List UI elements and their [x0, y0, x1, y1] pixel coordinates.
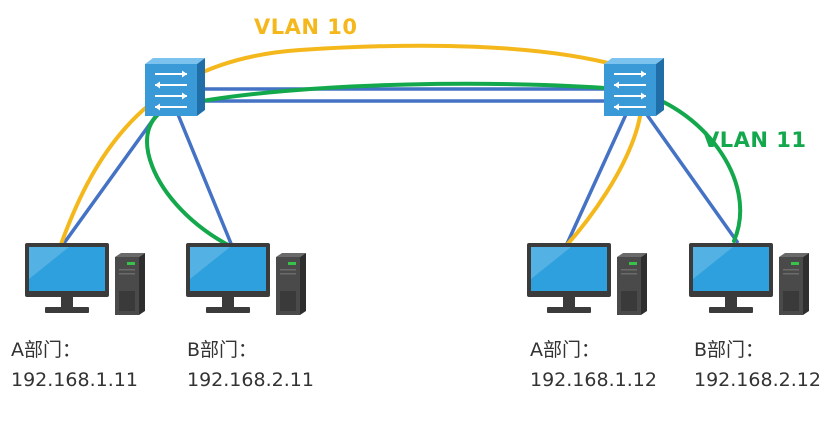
switch-icon: [604, 58, 664, 116]
access-link-host-b1: [175, 111, 234, 247]
access-link-host-a2: [564, 109, 630, 247]
trunk-links: [200, 87, 612, 103]
computer-icon: [186, 243, 306, 315]
vlan10-label: VLAN 10: [254, 15, 358, 39]
host-ip-label: 192.168.2.12: [694, 369, 821, 391]
host-b2: [689, 243, 809, 315]
vlan11-path: [145, 81, 743, 249]
host-ip-label: 192.168.1.11: [11, 369, 138, 391]
host-dept-label: B部门：: [187, 339, 258, 361]
host-dept-label: A部门：: [11, 339, 81, 361]
host-b1-caption: B部门： 192.168.2.11: [187, 335, 314, 395]
computer-icon: [25, 243, 145, 315]
access-link-host-a1: [60, 108, 162, 248]
host-b2-caption: B部门： 192.168.2.12: [694, 335, 821, 395]
computer-icon: [527, 243, 647, 315]
host-a1: [25, 243, 145, 315]
host-dept-label: B部门：: [694, 339, 765, 361]
switch-left: [145, 58, 205, 116]
vlan11-label: VLAN 11: [703, 128, 807, 152]
host-a1-caption: A部门： 192.168.1.11: [11, 335, 138, 395]
host-ip-label: 192.168.2.11: [187, 369, 314, 391]
access-link-host-b2: [643, 110, 740, 245]
computer-icon: [689, 243, 809, 315]
host-a2-caption: A部门： 192.168.1.12: [530, 335, 657, 395]
host-dept-label: A部门：: [530, 339, 600, 361]
switch-icon: [145, 58, 205, 116]
host-ip-label: 192.168.1.12: [530, 369, 657, 391]
host-b1: [186, 243, 306, 315]
switch-right: [604, 58, 664, 116]
vlan10-path: [58, 43, 644, 249]
host-a2: [527, 243, 647, 315]
access-links: [60, 108, 740, 248]
